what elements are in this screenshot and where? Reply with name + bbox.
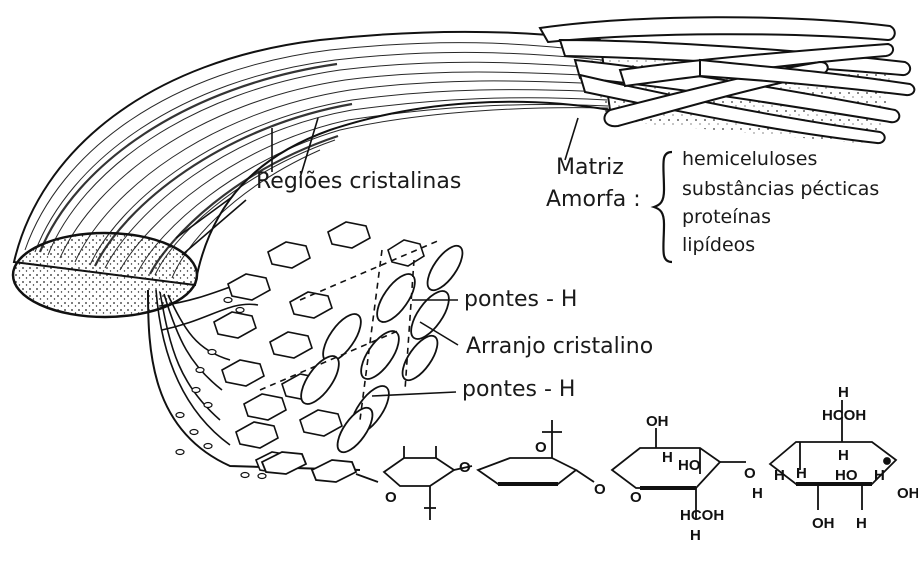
hydrogen-label-8: H <box>856 515 867 532</box>
hydrogen-label-3: H <box>774 467 785 484</box>
matrix-fibrils <box>540 17 914 145</box>
oxygen-label-3: O <box>535 439 547 456</box>
matrix-component-4: lipídeos <box>682 236 755 255</box>
h-bonds-label-bottom: pontes - H <box>462 379 575 401</box>
hydroxyl-label-4: OH <box>897 485 918 502</box>
matrix-component-3: proteínas <box>682 208 771 227</box>
hydroxymethyl-label-2: HCOH <box>822 407 866 424</box>
matrix-brace <box>654 152 672 262</box>
hydroxyl-label-5: OH <box>812 515 835 532</box>
oxygen-label-6: O <box>744 465 756 482</box>
hydrogen-label-9: H <box>662 449 673 466</box>
hydroxyl-label-2: HO <box>678 457 701 474</box>
oxygen-label-5: O <box>630 489 642 506</box>
oxygen-label-1: O <box>385 489 397 506</box>
matrix-component-2: substâncias pécticas <box>682 180 879 199</box>
matrix-label-line1: Matriz <box>556 157 624 179</box>
hydroxymethyl-label-1: HCOH <box>680 507 724 524</box>
crystalline-arrangement-label: Arranjo cristalino <box>466 336 653 358</box>
hydrogen-label-6: H <box>796 465 807 482</box>
hydroxyl-label-3: HO <box>835 467 858 484</box>
h-bonds-label-top: pontes - H <box>464 289 577 311</box>
hydrogen-label-4: H <box>838 384 849 401</box>
hydrogen-label-7: H <box>874 467 885 484</box>
hydrogen-label-2: H <box>752 485 763 502</box>
matrix-label-line2: Amorfa : <box>546 189 641 211</box>
crystalline-regions-label: Regiões cristalinas <box>256 171 461 193</box>
oxygen-label-4: O <box>594 481 606 498</box>
matrix-component-1: hemiceluloses <box>682 150 817 169</box>
hydroxyl-label-1: OH <box>646 413 669 430</box>
hydrogen-label-1: H <box>690 527 701 544</box>
hydrogen-label-5: H <box>838 447 849 464</box>
chemical-formula-labels: O O O O O O OH HO HCOH H H H H HCOH H H … <box>385 384 918 544</box>
oxygen-label-2: O <box>459 459 471 476</box>
